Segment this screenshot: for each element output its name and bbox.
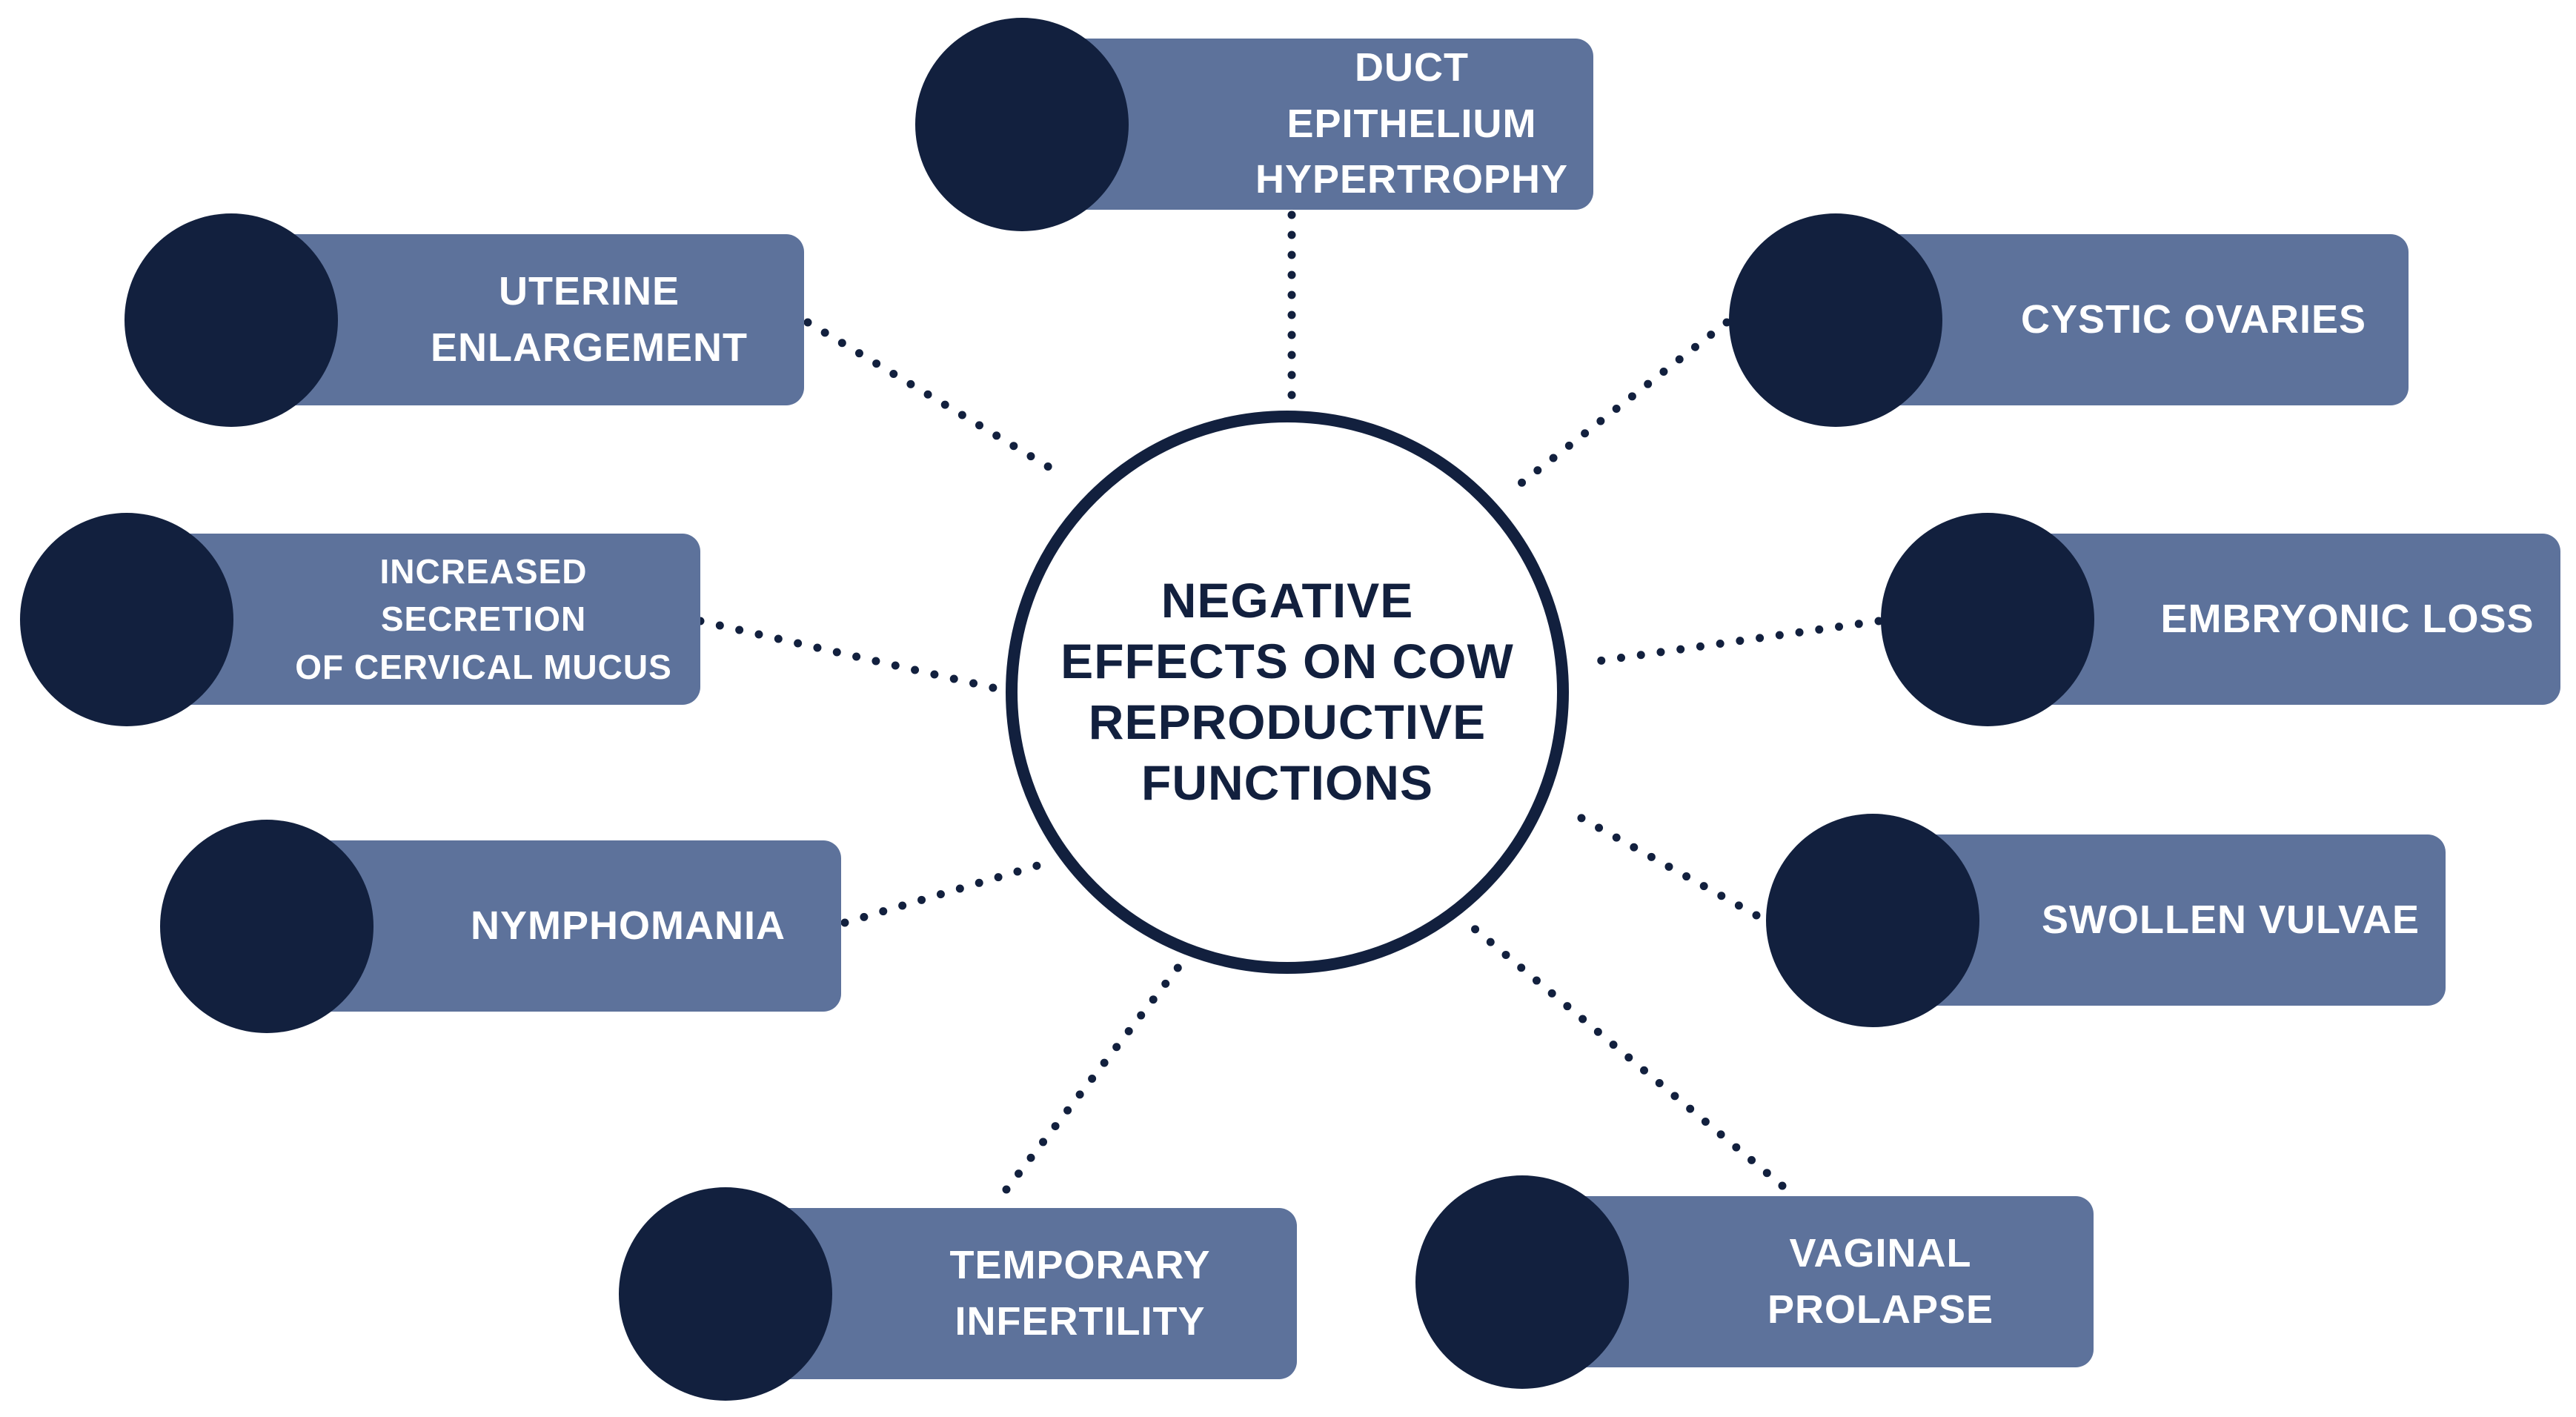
- effect-label: INCREASED SECRETION OF CERVICAL MUCUS: [295, 551, 672, 686]
- connector-prolapse: [1463, 918, 1787, 1190]
- node-dot-prolapse: [1415, 1175, 1629, 1389]
- node-dot-duct: [915, 18, 1129, 231]
- connector-cystic: [1504, 318, 1731, 497]
- center-title: NEGATIVE EFFECTS ON COW REPRODUCTIVE FUN…: [1060, 573, 1514, 810]
- connector-mucus: [696, 617, 997, 692]
- effect-label: VAGINAL PROLAPSE: [1767, 1230, 1994, 1332]
- connector-uterine: [803, 318, 1068, 480]
- center-circle: NEGATIVE EFFECTS ON COW REPRODUCTIVE FUN…: [1006, 411, 1569, 974]
- connector-vulvae: [1565, 807, 1761, 920]
- node-dot-infertility: [619, 1187, 832, 1401]
- effect-label: UTERINE ENLARGEMENT: [431, 268, 748, 370]
- effect-label: NYMPHOMANIA: [471, 903, 786, 948]
- node-dot-uterine: [125, 213, 338, 427]
- effect-box-duct-epithelium-hypertrophy: DUCT EPITHELIUM HYPERTROPHY: [1052, 39, 1593, 210]
- node-dot-embryonic: [1881, 513, 2094, 726]
- node-dot-mucus: [20, 513, 233, 726]
- node-dot-cystic: [1729, 213, 1942, 427]
- node-dot-nymphomania: [160, 820, 374, 1033]
- effect-label: TEMPORARY INFERTILITY: [949, 1242, 1211, 1344]
- connector-nymphomania: [840, 859, 1049, 927]
- connector-infertility: [1002, 963, 1183, 1194]
- effect-label: CYSTIC OVARIES: [2020, 296, 2367, 342]
- connector-embryonic: [1578, 617, 1883, 668]
- node-dot-vulvae: [1766, 814, 1979, 1027]
- effect-label: SWOLLEN VULVAE: [2042, 897, 2420, 942]
- effect-label: DUCT EPITHELIUM HYPERTROPHY: [1255, 45, 1569, 202]
- effect-label: EMBRYONIC LOSS: [2160, 596, 2534, 641]
